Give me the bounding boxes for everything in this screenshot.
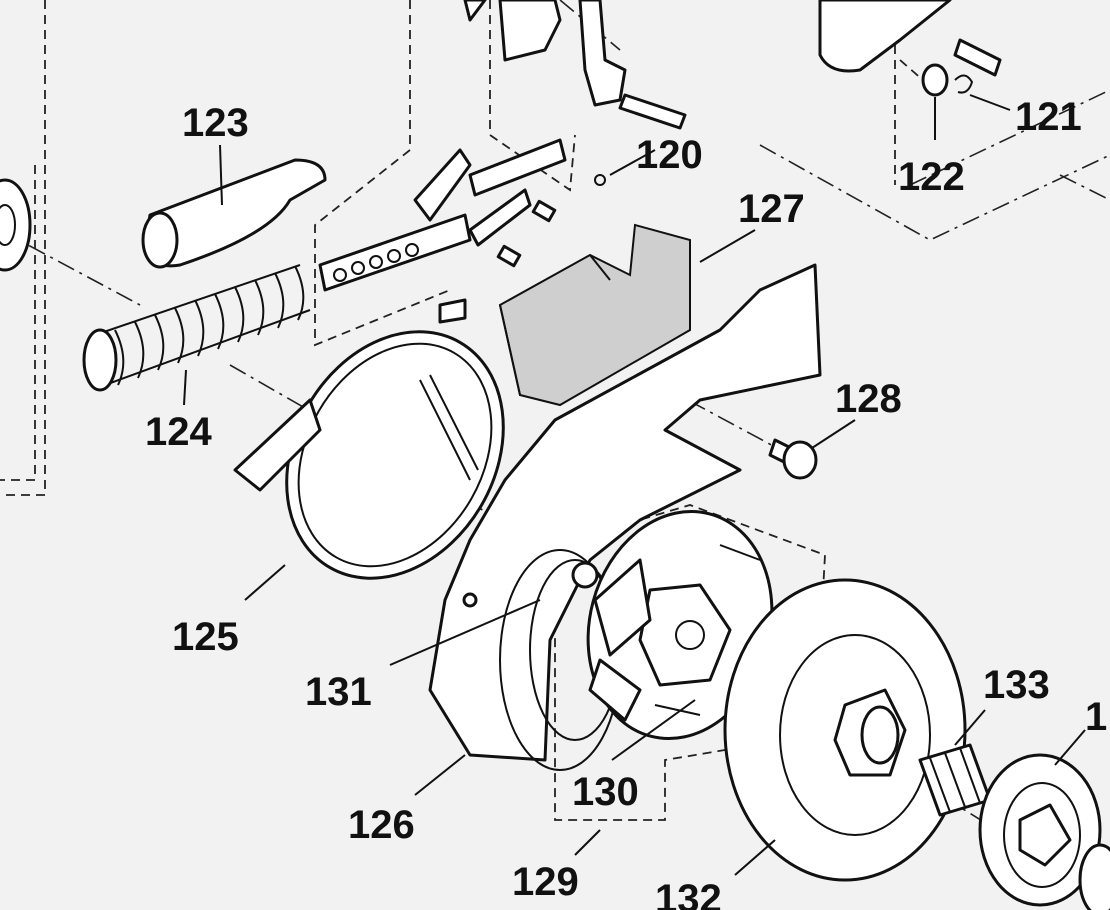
label-127: 127: [738, 187, 805, 231]
leader-lines: [183, 94, 1086, 876]
label-132: 132: [655, 877, 722, 910]
label-124: 124: [145, 410, 212, 454]
part-127-filter-block: [498, 223, 691, 407]
part-number-labels: 120 121 122 123 124 125 126 127 128 129 …: [145, 95, 1107, 910]
label-134-partial: 1: [1085, 695, 1107, 739]
label-122: 122: [898, 155, 965, 199]
label-128: 128: [835, 377, 902, 421]
part-128-screw: [768, 438, 818, 480]
part-133-bearing: [918, 743, 992, 817]
part-134-sprocket: [978, 753, 1110, 910]
part-123-sleeve: [141, 158, 327, 269]
label-126: 126: [348, 803, 415, 847]
part-129-clutch: [586, 510, 774, 740]
part-120-link-assembly: [318, 0, 687, 324]
label-121: 121: [1015, 95, 1082, 139]
label-130: 130: [572, 770, 639, 814]
part-121-122-hardware: [818, 0, 1002, 97]
part-126-cover: [428, 263, 822, 771]
part-125-brake-band: [233, 330, 505, 580]
part-left-partial: [0, 178, 32, 272]
part-124-spring: [82, 264, 311, 392]
part-132-drum: [723, 578, 967, 882]
label-123: 123: [182, 101, 249, 145]
label-131: 131: [305, 670, 372, 714]
label-125: 125: [172, 615, 239, 659]
label-133: 133: [983, 663, 1050, 707]
label-120: 120: [636, 133, 703, 177]
label-129: 129: [512, 860, 579, 904]
